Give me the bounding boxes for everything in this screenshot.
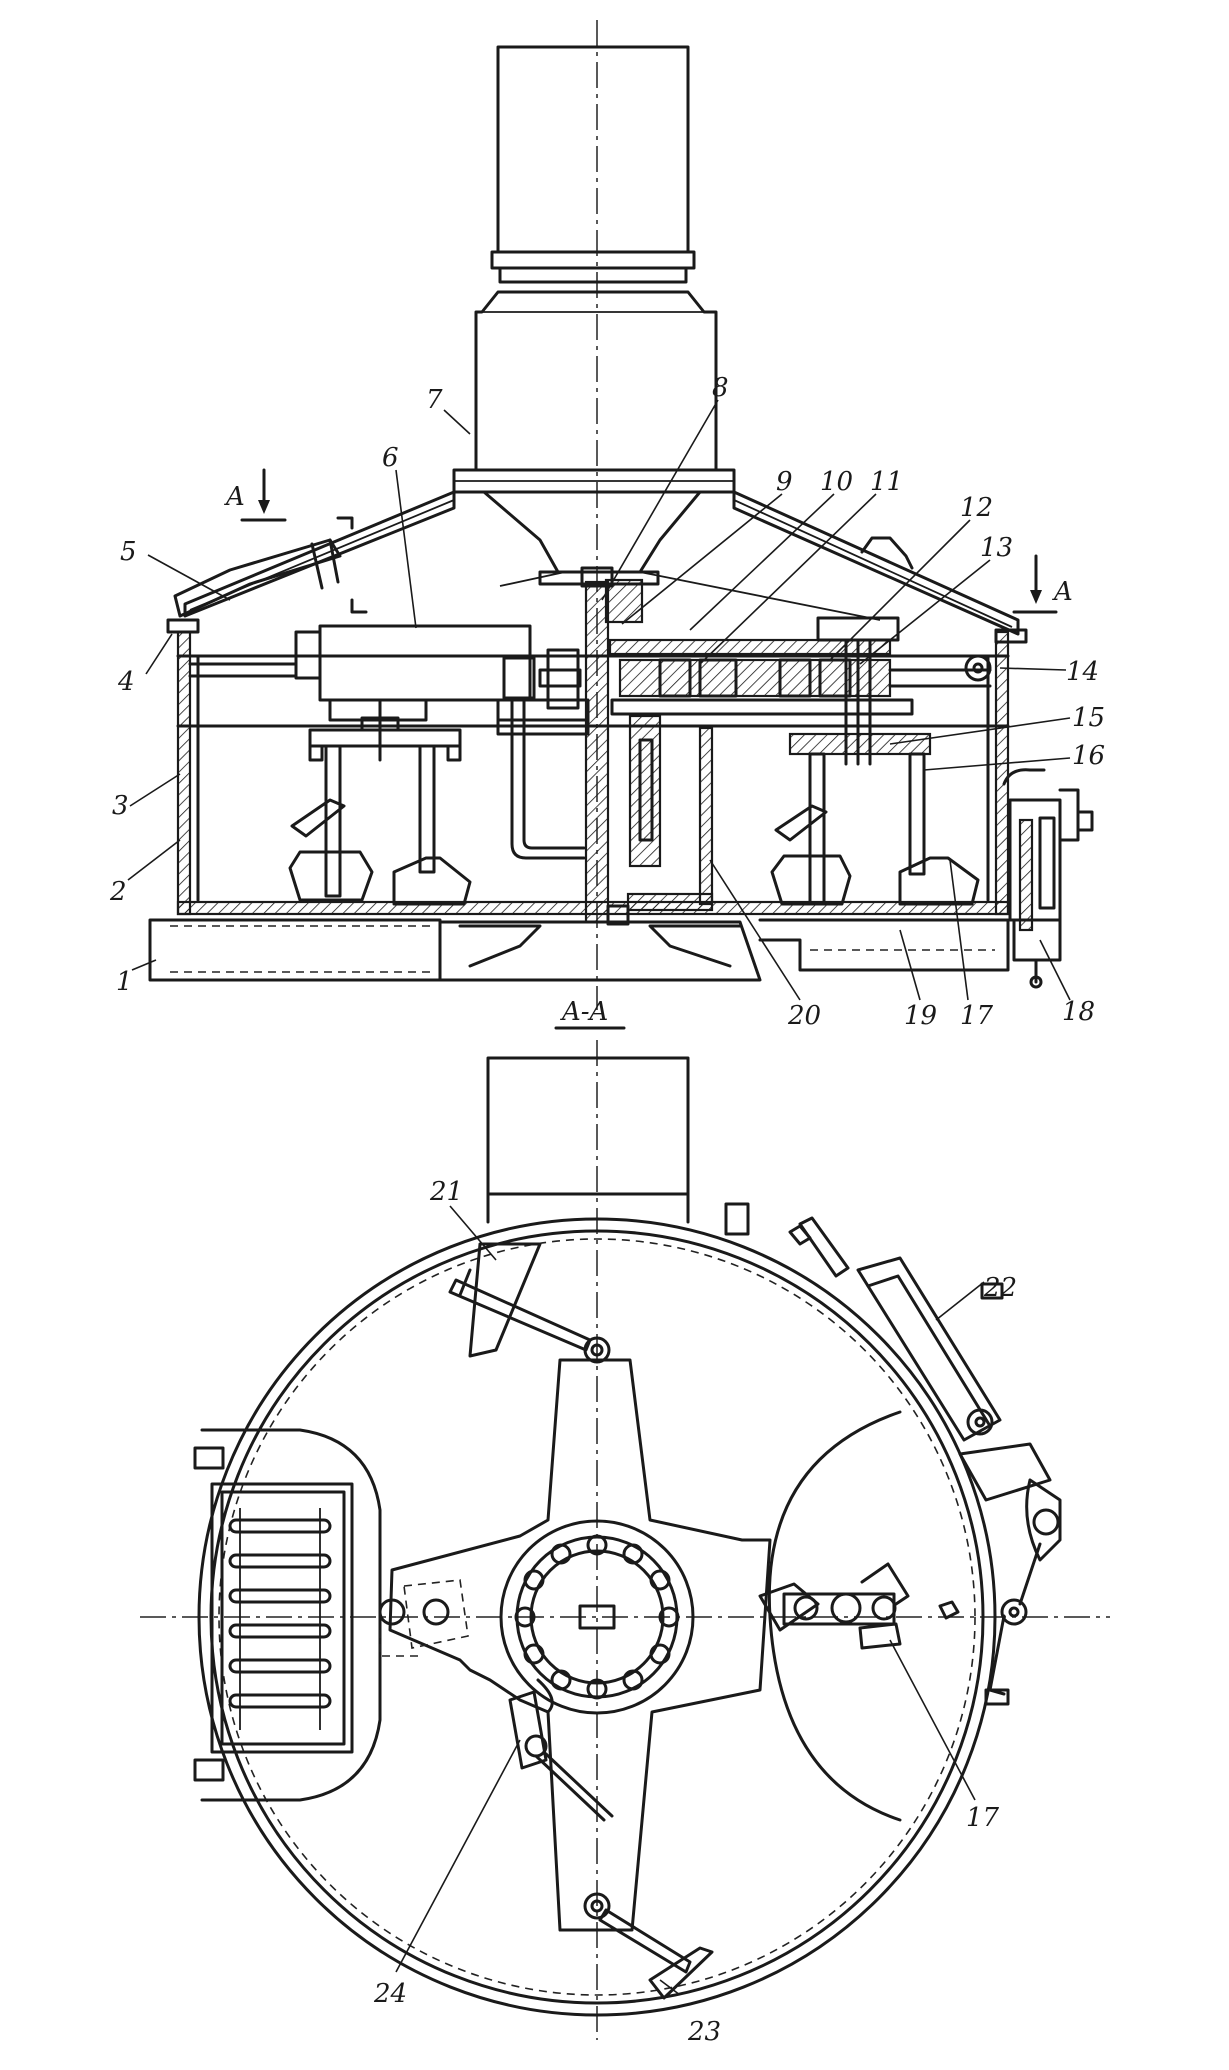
plan-motor	[486, 1056, 690, 1196]
callout-17-plan: 17	[966, 1803, 1000, 1833]
callout-10: 10	[820, 467, 853, 497]
callout-17: 17	[960, 1001, 994, 1031]
callout-6: 6	[382, 443, 399, 473]
callout-11: 11	[870, 467, 903, 497]
callout-9: 9	[776, 467, 793, 497]
section-title: A-A	[560, 997, 608, 1027]
plan-view: 21 22 17 23 24	[140, 1040, 1110, 2047]
elevation-leaders	[127, 399, 1071, 1001]
central-shaft	[580, 566, 714, 926]
rotor-cross	[378, 1336, 772, 1932]
callout-22: 22	[983, 1273, 1017, 1303]
callout-4: 4	[117, 667, 135, 697]
callout-13: 13	[980, 533, 1013, 563]
callout-20: 20	[787, 1001, 821, 1031]
section-letter-left: A	[224, 482, 245, 512]
callout-16: 16	[1072, 741, 1105, 771]
callout-15: 15	[1072, 703, 1105, 733]
gear-train	[608, 616, 992, 766]
elevation-view: A A	[109, 20, 1105, 1031]
callout-14: 14	[1066, 657, 1099, 687]
callout-8: 8	[712, 373, 729, 403]
callout-5: 5	[120, 537, 137, 567]
section-mark-right: A	[1012, 554, 1073, 614]
discharge-door	[758, 1410, 960, 1822]
motor	[452, 45, 736, 586]
callout-2: 2	[109, 877, 127, 907]
paddle-set-left	[288, 698, 472, 906]
callout-18: 18	[1062, 997, 1095, 1027]
blade-23	[598, 1908, 714, 2000]
callout-19: 19	[904, 1001, 937, 1031]
paddle-set-right	[770, 732, 980, 906]
cover	[173, 490, 1020, 636]
discharge-mechanism	[1002, 768, 1094, 989]
callout-3: 3	[112, 791, 129, 821]
section-letter-right: A	[1052, 577, 1073, 607]
rotor-arm	[188, 624, 590, 860]
hydraulic-cylinder-22	[788, 1216, 1062, 1706]
plan-leaders	[395, 1205, 985, 1996]
blade-21	[448, 1242, 592, 1358]
callout-7: 7	[426, 385, 443, 415]
loading-window	[200, 1428, 382, 1802]
callout-24: 24	[373, 1979, 407, 2009]
callout-1: 1	[116, 967, 133, 997]
callout-23: 23	[687, 2017, 721, 2047]
callout-21: 21	[429, 1177, 463, 1207]
callout-12: 12	[960, 493, 993, 523]
drum-outer-circle	[197, 1217, 997, 2017]
section-mark-left: A	[224, 468, 368, 614]
